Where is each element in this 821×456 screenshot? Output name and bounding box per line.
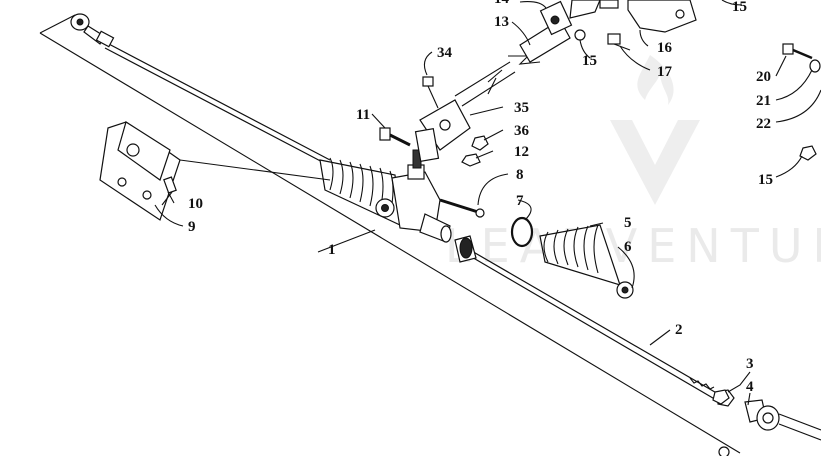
shaft-break bbox=[454, 55, 541, 107]
callout-11: 11 bbox=[356, 107, 370, 123]
column-housing bbox=[599, 0, 697, 33]
bolt-34 bbox=[422, 76, 439, 109]
upper-u-joint bbox=[519, 0, 601, 63]
callout-10: 10 bbox=[188, 196, 203, 212]
callout-15-top-right: 15 bbox=[732, 0, 747, 15]
mounting-bracket bbox=[99, 121, 331, 221]
bolt-20 bbox=[782, 43, 813, 60]
callout-22: 22 bbox=[756, 116, 771, 132]
callout-6: 6 bbox=[624, 239, 632, 255]
callout-4: 4 bbox=[746, 379, 754, 395]
bolt-17 bbox=[607, 33, 631, 51]
callout-12: 12 bbox=[514, 144, 529, 160]
right-tie-rod-end bbox=[717, 389, 821, 456]
universal-joint bbox=[414, 99, 471, 163]
assembly-outline bbox=[39, 14, 741, 454]
nut-36 bbox=[471, 135, 489, 151]
leader-lines bbox=[154, 0, 821, 406]
callout-5: 5 bbox=[624, 215, 632, 231]
callout-21: 21 bbox=[756, 93, 771, 109]
callout-14: 14 bbox=[494, 0, 510, 7]
callout-1: 1 bbox=[328, 242, 336, 258]
callout-20: 20 bbox=[756, 69, 771, 85]
nut-12 bbox=[461, 153, 481, 167]
tie-rod-8 bbox=[439, 198, 485, 218]
washer-21 bbox=[809, 59, 821, 73]
callout-36: 36 bbox=[514, 123, 530, 139]
o-ring bbox=[510, 216, 534, 248]
callout-3: 3 bbox=[746, 356, 754, 372]
inner-adjuster bbox=[454, 235, 477, 263]
nut-15-right bbox=[799, 145, 817, 161]
bushing-15 bbox=[574, 29, 586, 41]
callout-labels: 1 2 3 4 5 6 7 8 9 10 11 12 13 14 15 15 1… bbox=[188, 0, 773, 395]
callout-34: 34 bbox=[437, 45, 453, 61]
callout-15-right: 15 bbox=[758, 172, 773, 188]
boot-clamp bbox=[616, 281, 634, 299]
callout-15-upper: 15 bbox=[582, 53, 597, 69]
tie-rod-shaft bbox=[104, 41, 721, 402]
callout-8: 8 bbox=[516, 167, 524, 183]
left-tie-rod-end bbox=[70, 13, 115, 48]
callout-2: 2 bbox=[675, 322, 683, 338]
watermark-text: LEADVENTURE bbox=[445, 219, 821, 273]
bolt-10 bbox=[161, 176, 177, 206]
callout-35: 35 bbox=[514, 100, 529, 116]
callout-16: 16 bbox=[657, 40, 673, 56]
callout-9: 9 bbox=[188, 219, 196, 235]
bolt-11 bbox=[379, 127, 411, 147]
rack-housing bbox=[375, 149, 452, 243]
callout-7: 7 bbox=[516, 193, 524, 209]
callout-13: 13 bbox=[494, 14, 509, 30]
watermark-logo bbox=[610, 55, 700, 205]
nut-3 bbox=[712, 389, 730, 405]
callout-17: 17 bbox=[657, 64, 673, 80]
